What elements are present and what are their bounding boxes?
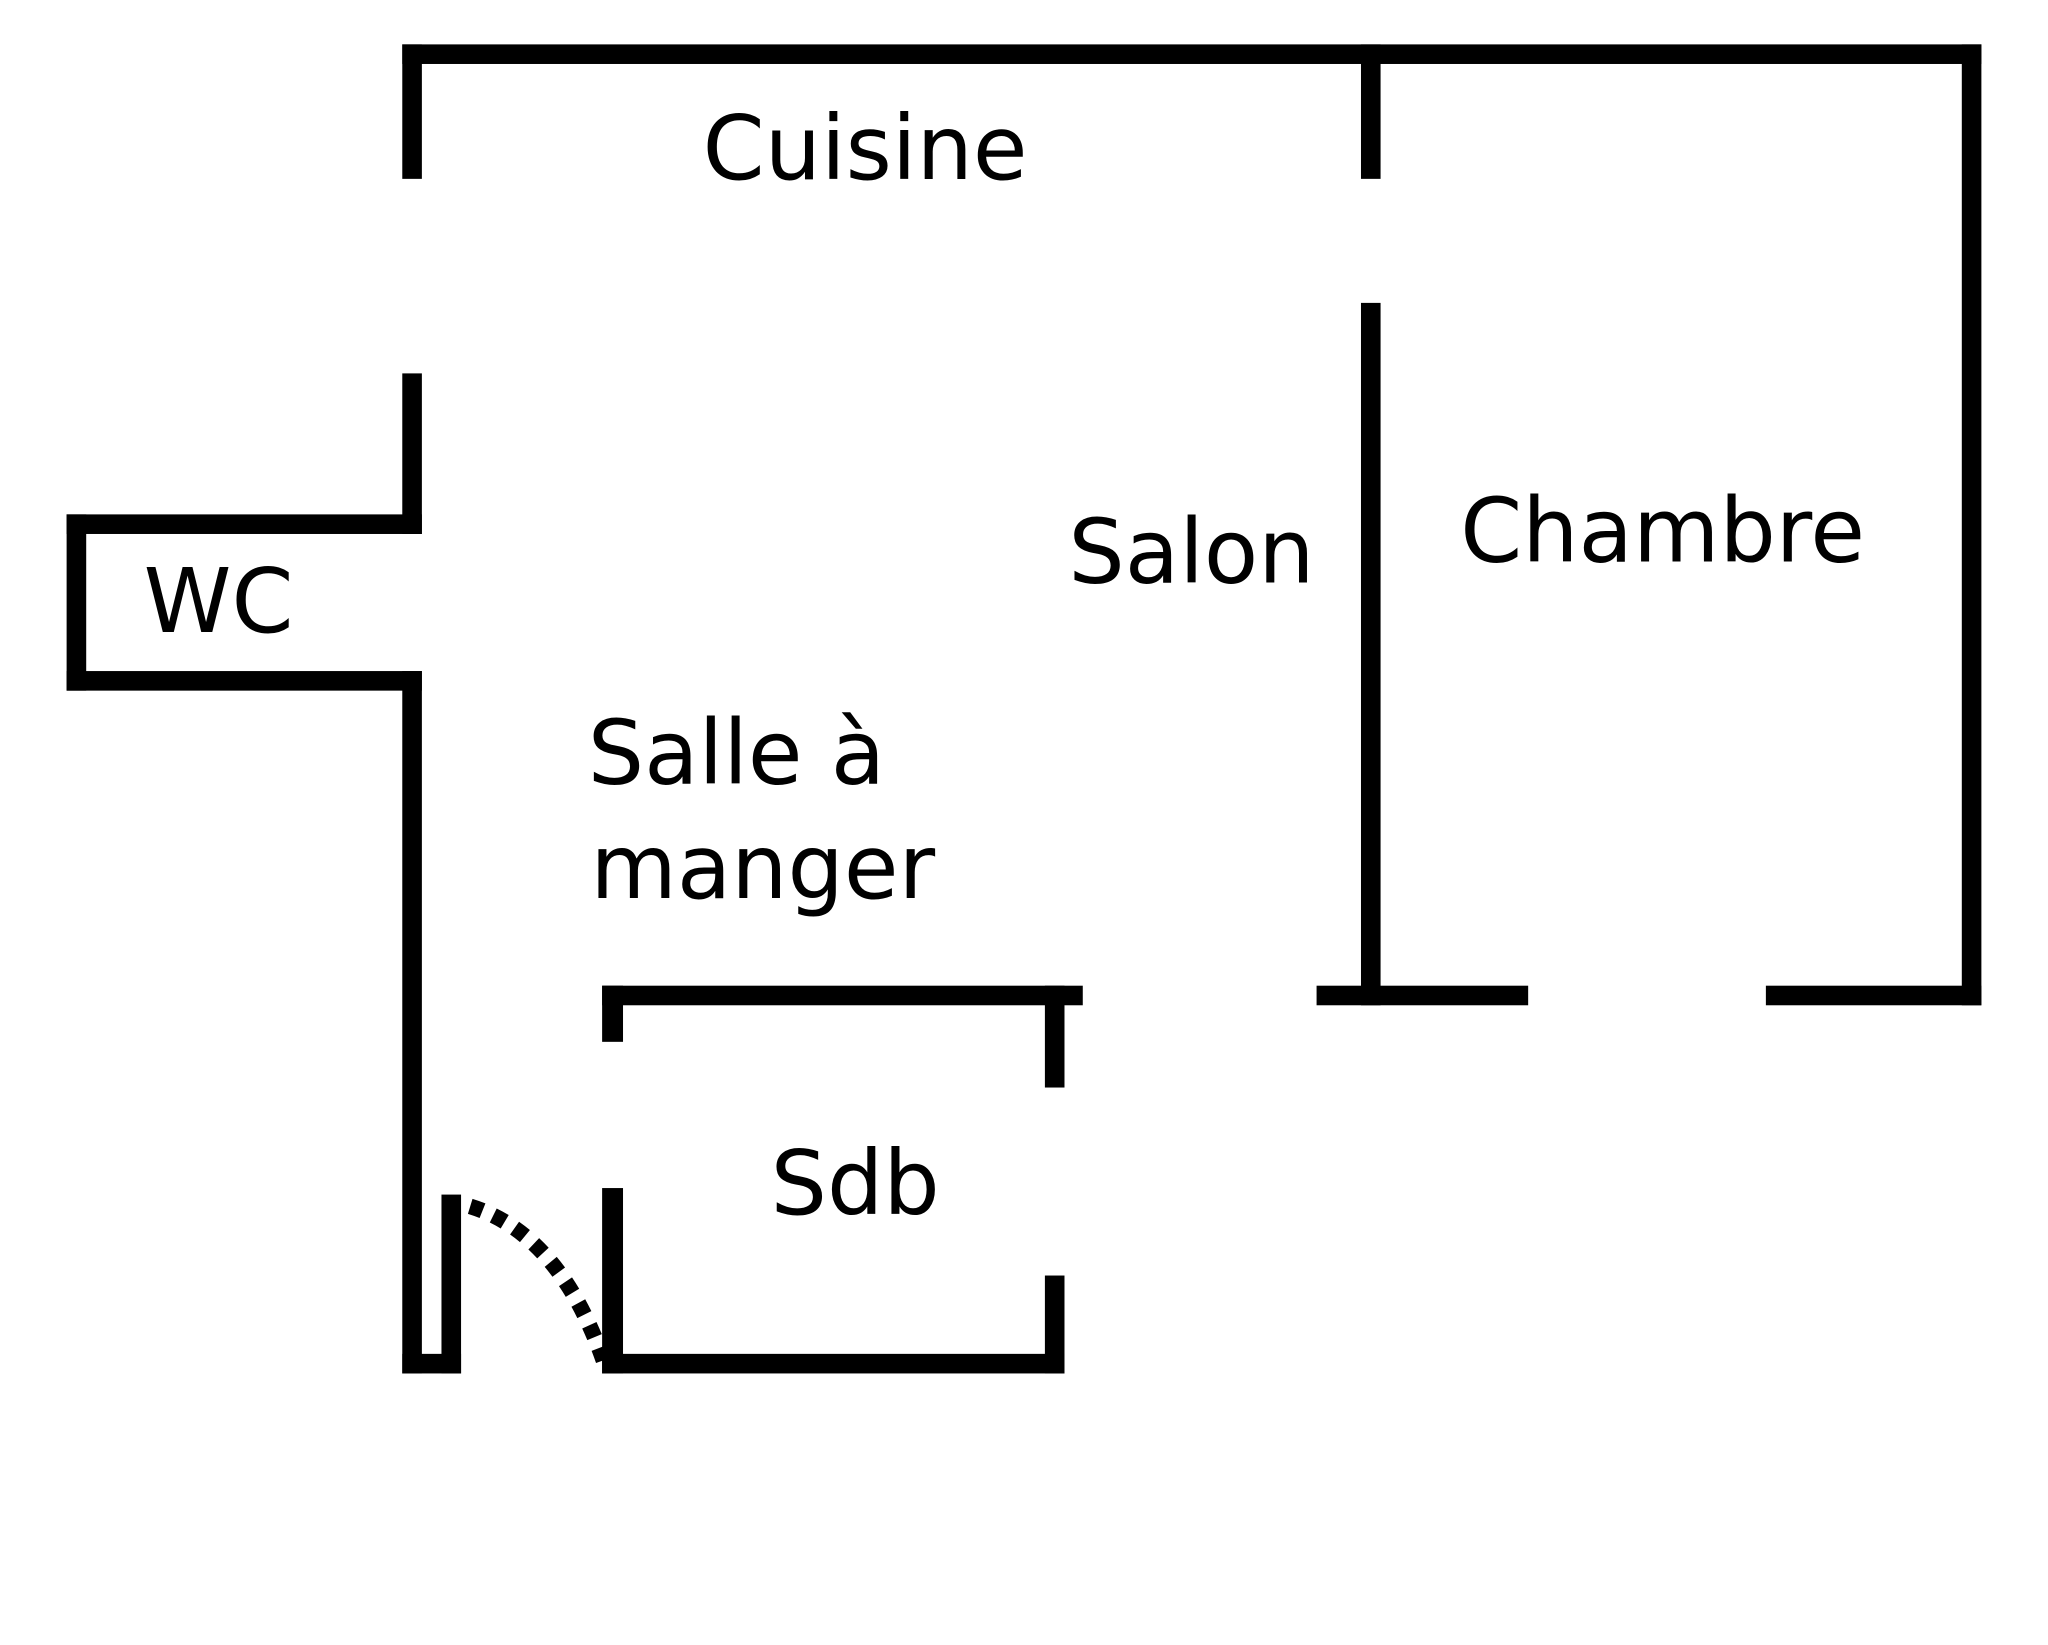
room-label-living-room: Salon: [1068, 500, 1314, 603]
wall-right: [1961, 44, 1982, 1006]
wall-sdb-left-upper: [602, 985, 624, 1042]
wall-left-lower: [402, 671, 422, 1374]
wall-sdb-top: [602, 985, 1083, 1006]
wall-left-upper: [402, 373, 422, 534]
room-label-bathroom: Sdb: [771, 1132, 940, 1235]
wall-sdb-right-upper: [1044, 985, 1065, 1088]
room-label-toilet: WC: [144, 550, 294, 653]
door-swing-arc: [467, 1198, 611, 1363]
room-label-kitchen: Cuisine: [703, 97, 1028, 200]
wall-wc-left: [66, 514, 87, 691]
walls: [66, 44, 1982, 1374]
wall-wc-top: [66, 514, 422, 534]
wall-kitchen-left: [402, 44, 422, 179]
room-label-dining-line1: Salle à: [588, 701, 885, 804]
wall-kitchen-divider: [1360, 44, 1381, 179]
wall-bedroom-left: [1360, 302, 1381, 1006]
wall-bedroom-bottom-right: [1765, 985, 1982, 1006]
room-label-dining-line2: manger: [590, 816, 935, 919]
wall-sdb-right-lower: [1044, 1275, 1065, 1374]
wall-bedroom-bottom-left: [1316, 985, 1529, 1006]
wall-sdb-left-lower: [602, 1188, 624, 1374]
wall-top: [402, 44, 1982, 64]
wall-wc-bottom: [66, 671, 422, 691]
wall-entry-jamb: [441, 1194, 462, 1374]
wall-sdb-bottom: [602, 1353, 1065, 1374]
room-label-bedroom: Chambre: [1460, 479, 1865, 582]
